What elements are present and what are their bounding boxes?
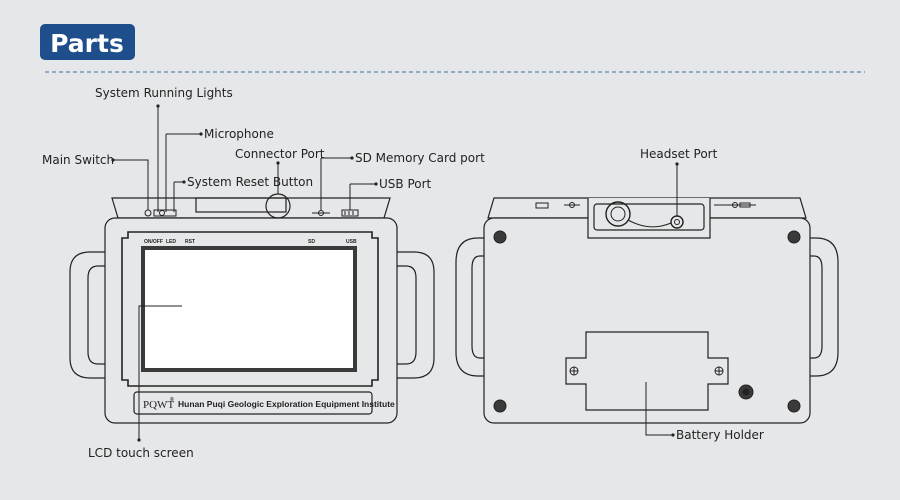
- back-components: [493, 201, 801, 413]
- callout-dots: [111, 104, 679, 442]
- headset-connector: [605, 201, 631, 227]
- lcd-screen: [141, 246, 357, 372]
- left-handle: [69, 251, 112, 379]
- callout-leaders: [113, 106, 678, 440]
- screw-icon: [493, 230, 507, 244]
- right-handle: [392, 251, 435, 379]
- brand-registered: ®: [170, 396, 174, 403]
- onoff-label: ON/OFF: [144, 239, 163, 245]
- label-system-reset-button: System Reset Button: [187, 175, 313, 189]
- label-usb-port: USB Port: [379, 177, 432, 191]
- battery-holder: [565, 331, 729, 411]
- brand-logo: PQWT: [143, 399, 174, 411]
- label-lcd-touch-screen: LCD touch screen: [88, 446, 194, 460]
- rst-label: RST: [185, 239, 195, 245]
- label-main-switch: Main Switch: [42, 153, 114, 167]
- usb-label: USB: [346, 239, 357, 245]
- sd-label: SD: [308, 239, 315, 245]
- device-back-view: [455, 197, 839, 424]
- brand-plate: [133, 391, 373, 415]
- label-sd-memory-card-port: SD Memory Card port: [355, 151, 485, 165]
- label-headset-port: Headset Port: [640, 147, 718, 161]
- label-connector-port: Connector Port: [235, 147, 325, 161]
- led-label: LED: [166, 239, 176, 245]
- system-running-lights: [153, 209, 177, 217]
- label-microphone: Microphone: [204, 127, 274, 141]
- device-front-view: [69, 197, 435, 424]
- institute-name: Hunan Puqi Geologic Exploration Equipmen…: [178, 399, 395, 409]
- back-body: [483, 217, 811, 424]
- back-right-handle: [810, 237, 839, 377]
- label-system-running-lights: System Running Lights: [95, 86, 233, 100]
- back-left-handle: [455, 237, 484, 377]
- screw-icon: [493, 399, 507, 413]
- screw-icon: [787, 230, 801, 244]
- page-title: Parts: [50, 29, 124, 58]
- screen-bezel: [121, 231, 379, 387]
- label-battery-holder: Battery Holder: [676, 428, 764, 442]
- title-badge: Parts: [40, 24, 135, 60]
- screw-icon: [787, 399, 801, 413]
